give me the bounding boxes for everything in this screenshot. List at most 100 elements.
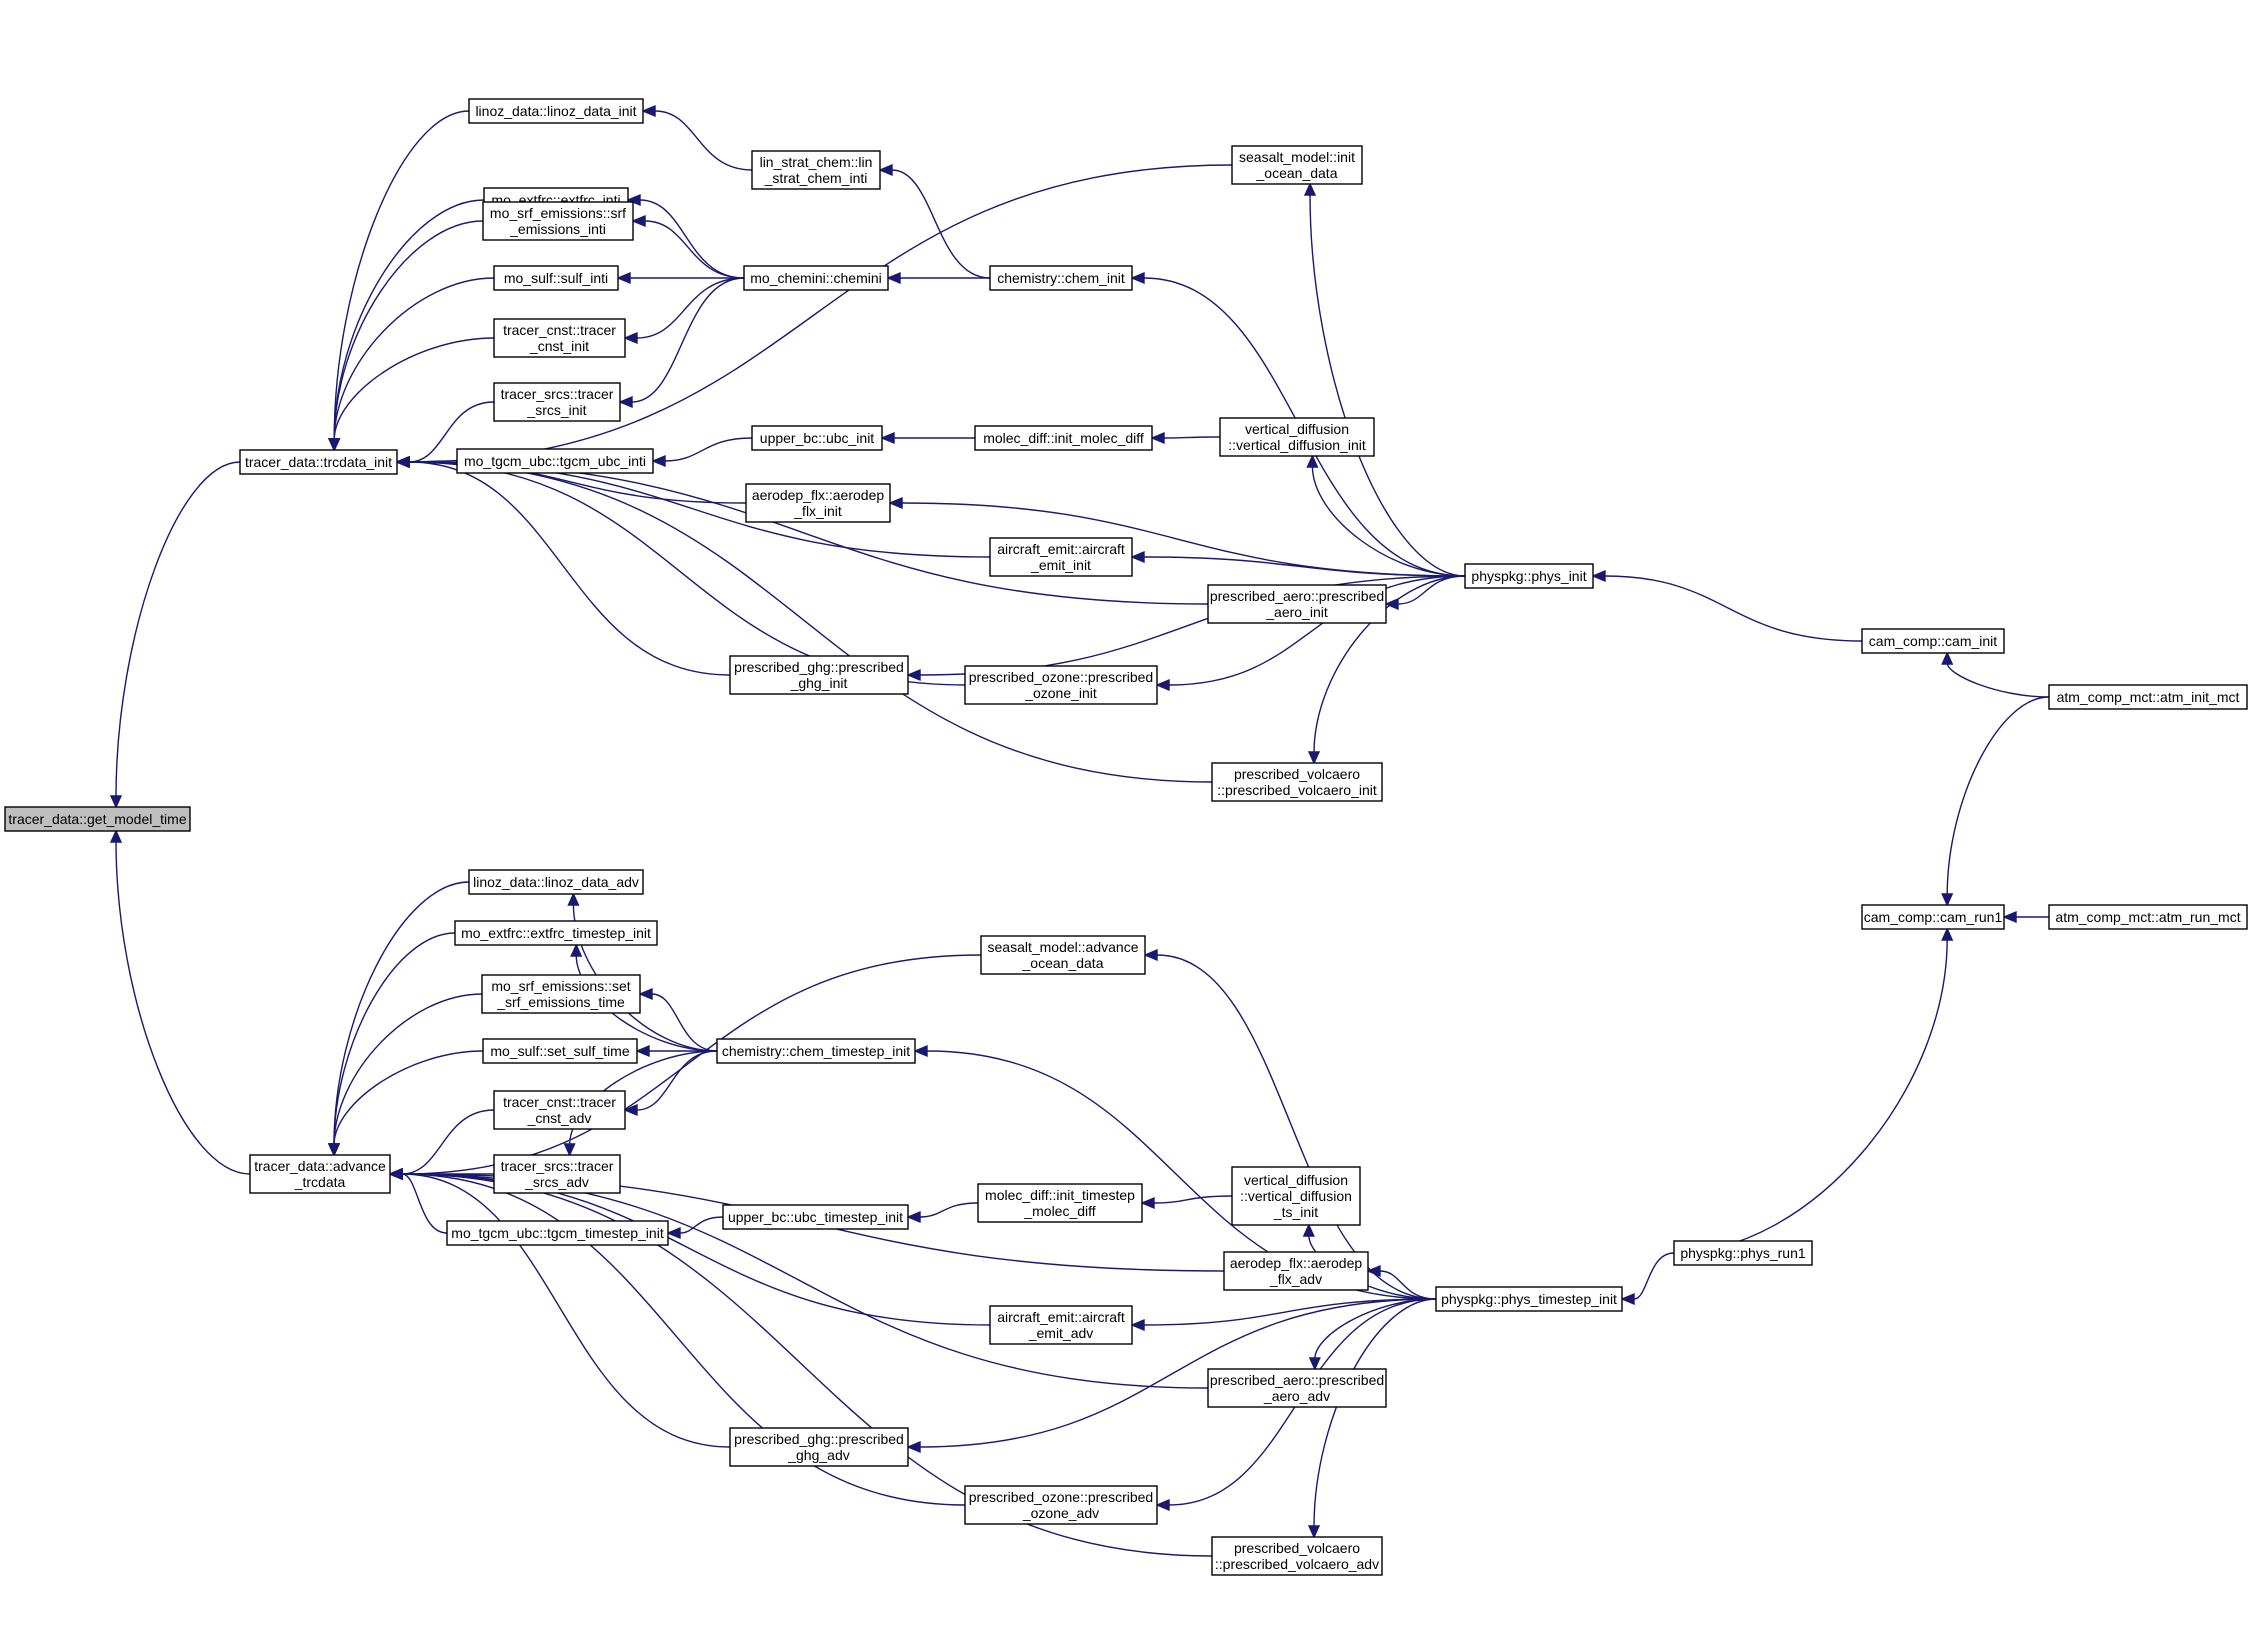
edge-cam-init-to-phys-init bbox=[1591, 569, 1863, 642]
node-sulf-inti[interactable]: mo_sulf::sulf_inti bbox=[493, 265, 619, 291]
edge-arrowhead bbox=[1306, 454, 1319, 468]
edge-line bbox=[919, 1298, 1437, 1448]
node-phys-init[interactable]: physpkg::phys_init bbox=[1464, 563, 1594, 589]
node-tracer-cnst-init[interactable]: tracer_cnst::tracer_cnst_init bbox=[493, 318, 626, 358]
node-label: _srf_emissions_time bbox=[496, 994, 625, 1010]
edge-arrowhead bbox=[1308, 1357, 1321, 1371]
node-vertical-diffusion-ts-init[interactable]: vertical_diffusion::vertical_diffusion_t… bbox=[1231, 1166, 1361, 1226]
node-chem-timestep-init[interactable]: chemistry::chem_timestep_init bbox=[716, 1038, 916, 1064]
node-tgcm-timestep-init[interactable]: mo_tgcm_ubc::tgcm_timestep_init bbox=[446, 1220, 669, 1246]
edge-sulf-inti-to-trcdata-init bbox=[328, 277, 495, 452]
node-prescribed-ghg-adv[interactable]: prescribed_ghg::prescribed_ghg_adv bbox=[729, 1427, 909, 1467]
edge-arrowhead bbox=[631, 214, 646, 228]
edge-arrowhead bbox=[638, 987, 653, 1001]
edge-arrowhead bbox=[1130, 271, 1145, 285]
edge-line bbox=[1946, 662, 2050, 698]
edge-arrowhead bbox=[886, 271, 901, 285]
edge-line bbox=[333, 1050, 484, 1146]
edge-set-srf-emissions-time-to-advance-trcdata bbox=[327, 993, 483, 1157]
node-set-srf-emissions-time[interactable]: mo_srf_emissions::set_srf_emissions_time bbox=[481, 974, 641, 1014]
node-tracer-srcs-adv[interactable]: tracer_srcs::tracer_srcs_adv bbox=[493, 1154, 621, 1194]
node-label: tracer_data::trcdata_init bbox=[245, 454, 392, 470]
node-init-timestep-molec-diff[interactable]: molec_diff::init_timestep_molec_diff bbox=[977, 1183, 1143, 1223]
node-get-model-time[interactable]: tracer_data::get_model_time bbox=[4, 806, 191, 832]
node-box bbox=[1435, 1286, 1623, 1312]
node-prescribed-ozone-init[interactable]: prescribed_ozone::prescribed_ozone_init bbox=[964, 665, 1158, 705]
edge-line bbox=[679, 1216, 724, 1234]
node-aircraft-emit-adv[interactable]: aircraft_emit::aircraft_emit_adv bbox=[989, 1305, 1133, 1345]
node-trcdata-init[interactable]: tracer_data::trcdata_init bbox=[239, 449, 398, 475]
node-atm-init-mct[interactable]: atm_comp_mct::atm_init_mct bbox=[2048, 684, 2248, 710]
edge-arrowhead bbox=[395, 455, 410, 469]
node-init-ocean-data[interactable]: seasalt_model::init_ocean_data bbox=[1231, 145, 1363, 185]
node-chem-init[interactable]: chemistry::chem_init bbox=[989, 265, 1133, 291]
node-box bbox=[456, 448, 654, 474]
node-srf-emissions-inti[interactable]: mo_srf_emissions::srf_emissions_inti bbox=[482, 201, 634, 241]
node-prescribed-volcaero-init[interactable]: prescribed_volcaero::prescribed_volcaero… bbox=[1211, 762, 1383, 802]
edge-arrowhead bbox=[906, 1440, 921, 1454]
edge-ubc-init-to-tgcm-ubc-inti bbox=[651, 437, 753, 468]
node-prescribed-ghg-init[interactable]: prescribed_ghg::prescribed_ghg_init bbox=[729, 655, 909, 695]
edge-atm-init-mct-to-cam-run1 bbox=[1941, 696, 2050, 907]
node-box bbox=[964, 665, 1158, 705]
node-box bbox=[468, 98, 644, 124]
node-aircraft-emit-init[interactable]: aircraft_emit::aircraft_emit_init bbox=[989, 537, 1133, 577]
edge-arrowhead bbox=[906, 668, 921, 682]
node-box bbox=[249, 1154, 391, 1194]
node-advance-trcdata[interactable]: tracer_data::advance_trcdata bbox=[249, 1154, 391, 1194]
node-tgcm-ubc-inti[interactable]: mo_tgcm_ubc::tgcm_ubc_inti bbox=[456, 448, 654, 474]
node-ubc-timestep-init[interactable]: upper_bc::ubc_timestep_init bbox=[722, 1204, 909, 1230]
edge-arrowhead bbox=[1941, 927, 1954, 941]
node-init-molec-diff[interactable]: molec_diff::init_molec_diff bbox=[974, 425, 1153, 451]
node-label: atm_comp_mct::atm_init_mct bbox=[2057, 689, 2240, 705]
edge-linoz-data-adv-to-advance-trcdata bbox=[327, 881, 470, 1157]
node-layer: tracer_data::get_model_timetracer_data::… bbox=[4, 98, 2248, 1576]
node-linoz-data-adv[interactable]: linoz_data::linoz_data_adv bbox=[468, 869, 644, 895]
edge-arrowhead bbox=[1366, 1264, 1381, 1278]
edge-init-molec-diff-to-ubc-init bbox=[880, 431, 976, 445]
node-cam-run1[interactable]: cam_comp::cam_run1 bbox=[1861, 904, 2005, 930]
node-box bbox=[2048, 684, 2248, 710]
edge-line bbox=[1143, 556, 1466, 577]
node-tracer-srcs-init[interactable]: tracer_srcs::tracer_srcs_init bbox=[493, 382, 621, 422]
node-ubc-init[interactable]: upper_bc::ubc_init bbox=[751, 425, 883, 451]
node-chemini[interactable]: mo_chemini::chemini bbox=[743, 265, 889, 291]
node-phys-timestep-init[interactable]: physpkg::phys_timestep_init bbox=[1435, 1286, 1623, 1312]
edge-arrowhead bbox=[1591, 569, 1606, 583]
edge-line bbox=[401, 1173, 731, 1448]
edge-arrowhead bbox=[651, 454, 666, 468]
node-prescribed-aero-init[interactable]: prescribed_aero::prescribed_aero_init bbox=[1207, 584, 1387, 624]
edge-line bbox=[408, 461, 1213, 783]
edge-arrowhead bbox=[623, 1103, 638, 1117]
edge-line bbox=[1153, 1195, 1233, 1204]
node-box bbox=[468, 869, 644, 895]
node-vertical-diffusion-init[interactable]: vertical_diffusion::vertical_diffusion_i… bbox=[1219, 417, 1375, 457]
node-atm-run-mct[interactable]: atm_comp_mct::atm_run_mct bbox=[2048, 904, 2248, 930]
node-lin-strat-chem-inti[interactable]: lin_strat_chem::lin_strat_chem_inti bbox=[751, 150, 881, 190]
node-set-sulf-time[interactable]: mo_sulf::set_sulf_time bbox=[482, 1038, 638, 1064]
node-label: _aero_init bbox=[1265, 604, 1328, 620]
node-extfrc-timestep-init[interactable]: mo_extfrc::extfrc_timestep_init bbox=[454, 920, 658, 946]
node-prescribed-ozone-adv[interactable]: prescribed_ozone::prescribed_ozone_adv bbox=[964, 1485, 1158, 1525]
node-cam-init[interactable]: cam_comp::cam_init bbox=[1861, 628, 2005, 654]
node-aerodep-flx-adv[interactable]: aerodep_flx::aerodep_flx_adv bbox=[1223, 1251, 1369, 1291]
node-phys-run1[interactable]: physpkg::phys_run1 bbox=[1673, 1240, 1813, 1266]
node-linoz-data-init[interactable]: linoz_data::linoz_data_init bbox=[468, 98, 644, 124]
edge-arrowhead bbox=[1143, 948, 1158, 962]
node-aerodep-flx-init[interactable]: aerodep_flx::aerodep_flx_init bbox=[745, 483, 891, 523]
edge-vertical-diffusion-ts-init-to-init-timestep-molec-diff bbox=[1140, 1195, 1233, 1210]
edge-lin-strat-chem-inti-to-linoz-data-init bbox=[641, 104, 753, 171]
node-box bbox=[745, 483, 891, 523]
node-label: _molec_diff bbox=[1023, 1203, 1095, 1219]
node-prescribed-aero-adv[interactable]: prescribed_aero::prescribed_aero_adv bbox=[1207, 1368, 1387, 1408]
node-box bbox=[1861, 904, 2005, 930]
node-box bbox=[989, 1305, 1133, 1345]
edge-tracer-cnst-adv-to-advance-trcdata bbox=[388, 1109, 495, 1181]
node-tracer-cnst-adv[interactable]: tracer_cnst::tracer_cnst_adv bbox=[493, 1090, 626, 1130]
edge-line bbox=[408, 461, 1209, 605]
node-label: tracer_data::get_model_time bbox=[8, 811, 186, 827]
node-label: upper_bc::ubc_timestep_init bbox=[728, 1209, 903, 1225]
node-box bbox=[722, 1204, 909, 1230]
node-advance-ocean-data[interactable]: seasalt_model::advance_ocean_data bbox=[980, 935, 1146, 975]
node-prescribed-volcaero-adv[interactable]: prescribed_volcaero::prescribed_volcaero… bbox=[1211, 1536, 1383, 1576]
